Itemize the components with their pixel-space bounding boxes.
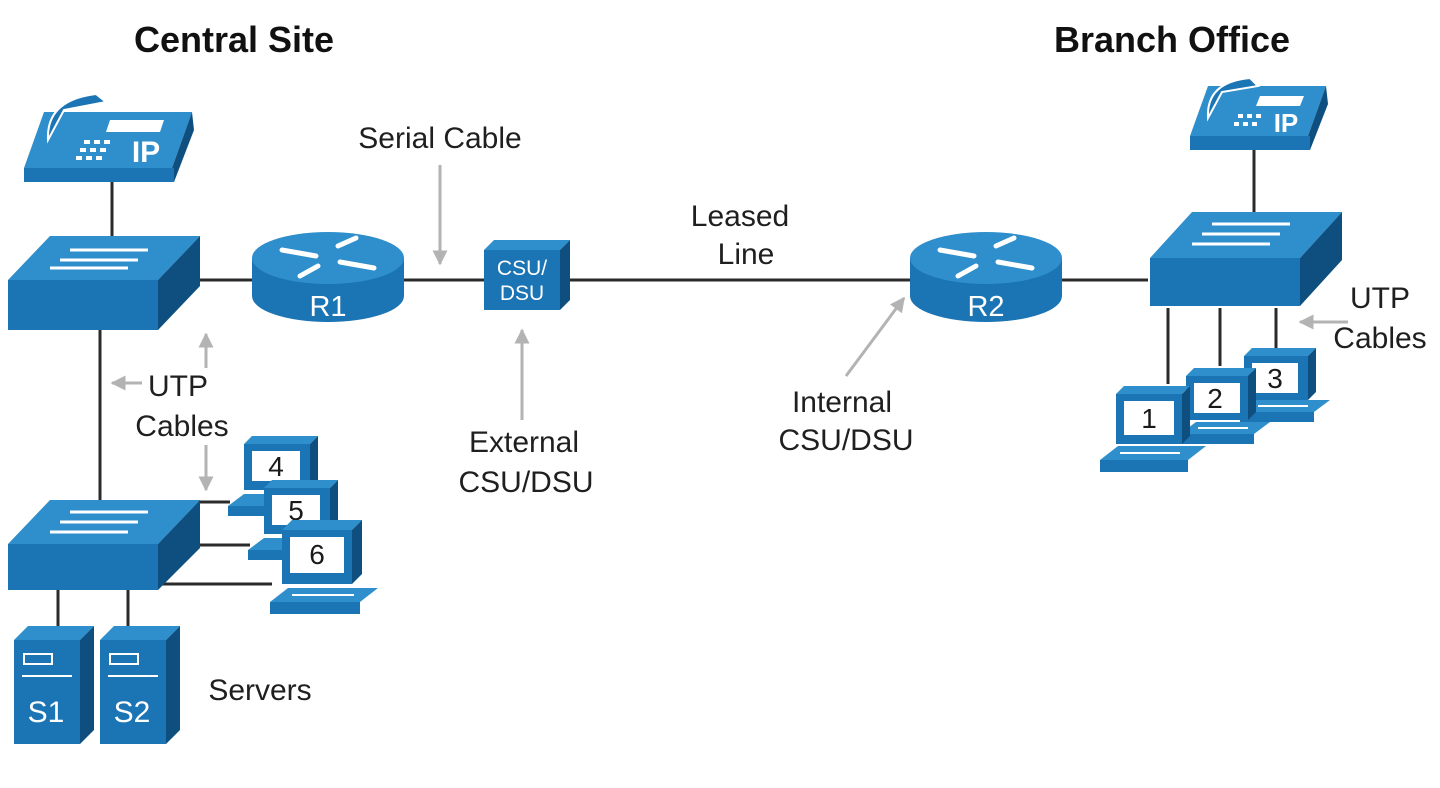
pc-6[interactable]: 6 — [270, 520, 378, 614]
pc-4-label: 4 — [268, 451, 284, 482]
pc-icon — [1180, 368, 1270, 444]
utp-left-label-2: Cables — [135, 410, 228, 443]
pc-icon — [1100, 386, 1206, 472]
utp-right-label-1: UTP — [1350, 282, 1410, 315]
phone-central-label: IP — [132, 136, 160, 169]
ip-phone-icon — [24, 92, 194, 182]
central-site-title: Central Site — [134, 19, 334, 60]
router-icon — [252, 232, 404, 322]
csu-dsu-label-top: CSU/ — [497, 257, 547, 280]
external-csu-label-2: CSU/DSU — [458, 466, 593, 499]
pc-2[interactable]: 2 — [1180, 368, 1270, 444]
router-r2-label: R2 — [967, 291, 1004, 323]
server-s1[interactable]: S1 — [14, 626, 94, 744]
server-icon — [14, 626, 94, 744]
server-s1-label: S1 — [28, 696, 65, 729]
switch-icon — [8, 500, 200, 590]
pc-6-label: 6 — [309, 539, 325, 570]
utp-left-label-1: UTP — [148, 370, 208, 403]
leased-line-label-1: Leased — [691, 200, 789, 233]
router-r2[interactable]: R2 — [910, 232, 1062, 323]
ip-phone-central[interactable]: IP — [24, 92, 194, 182]
pc-1[interactable]: 1 — [1100, 386, 1206, 472]
switch-icon — [8, 236, 200, 330]
external-csu-label-1: External — [469, 426, 579, 459]
pc-2-label: 2 — [1207, 383, 1223, 414]
server-icon — [100, 626, 180, 744]
servers-label: Servers — [208, 674, 311, 707]
csu-dsu-label-bottom: DSU — [500, 282, 544, 305]
ip-phone-branch[interactable]: IP — [1190, 76, 1328, 150]
server-s2-label: S2 — [114, 696, 151, 729]
router-icon — [910, 232, 1062, 322]
internal-csu-arrow — [844, 296, 906, 377]
pc-3-label: 3 — [1267, 363, 1283, 394]
branch-office-title: Branch Office — [1054, 19, 1290, 60]
connection-lines — [56, 150, 1278, 626]
server-s2[interactable]: S2 — [100, 626, 180, 744]
utp-right-label-2: Cables — [1333, 322, 1426, 355]
serial-cable-label: Serial Cable — [358, 122, 521, 155]
switch-branch[interactable] — [1150, 212, 1342, 306]
pc-icon — [270, 520, 378, 614]
pc-5-label: 5 — [288, 495, 304, 526]
external-csu-dsu[interactable]: CSU/ DSU — [484, 240, 570, 310]
phone-branch-label: IP — [1274, 108, 1299, 138]
leased-line-label-2: Line — [718, 238, 775, 271]
switch-central-top[interactable] — [8, 236, 200, 330]
callout-arrows — [110, 165, 1348, 492]
csu-dsu-icon — [484, 240, 570, 310]
ip-phone-icon — [1190, 76, 1328, 150]
router-r1[interactable]: R1 — [252, 232, 404, 323]
router-r1-label: R1 — [309, 291, 346, 323]
switch-central-bottom[interactable] — [8, 500, 200, 590]
internal-csu-label-2: CSU/DSU — [778, 424, 913, 457]
pc-1-label: 1 — [1141, 403, 1157, 434]
switch-icon — [1150, 212, 1342, 306]
internal-csu-label-1: Internal — [792, 386, 892, 419]
